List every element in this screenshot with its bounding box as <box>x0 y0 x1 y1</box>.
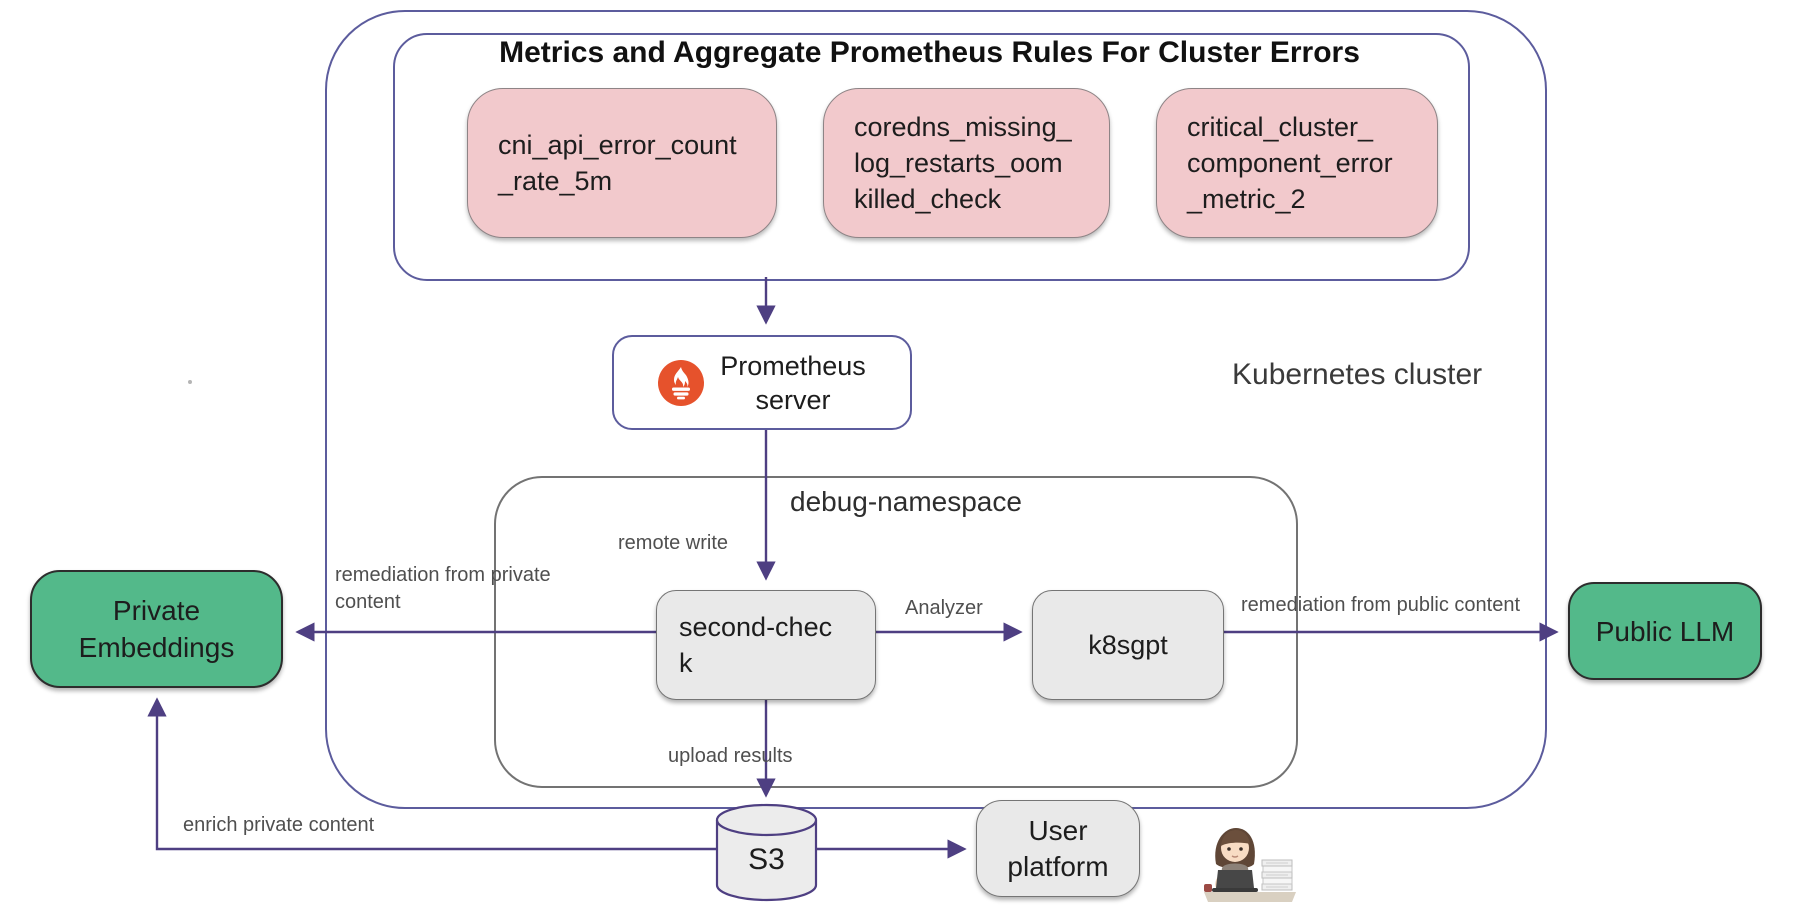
rule-node-cni-api-error: cni_api_error_count _rate_5m <box>467 88 777 238</box>
kubernetes-cluster-boundary <box>325 10 1547 809</box>
rule-node-critical-cluster: critical_cluster_ component_error _metri… <box>1156 88 1438 238</box>
second-check-node: second-chec k <box>656 590 876 700</box>
laptop <box>1212 870 1258 892</box>
debug-namespace-label: debug-namespace <box>790 486 1022 517</box>
s3-label: S3 <box>748 843 785 876</box>
stray-dot <box>188 380 192 384</box>
remediation-public-label: remediation from public content <box>1241 594 1521 616</box>
k8sgpt-node: k8sgpt <box>1032 590 1224 700</box>
upload-results-label: upload results <box>668 745 793 767</box>
kubernetes-cluster-label: Kubernetes cluster <box>1232 358 1483 391</box>
document-stack <box>1261 859 1293 891</box>
enrich-private-label: enrich private content <box>183 814 375 836</box>
remote-write-label: remote write <box>618 532 729 554</box>
prometheus-rules-panel <box>393 33 1470 281</box>
prometheus-server-node: Prometheus server <box>612 335 912 430</box>
s3-cylinder <box>715 803 818 902</box>
analyzer-label: Analyzer <box>905 597 983 619</box>
rule-node-coredns-missing: coredns_missing_ log_restarts_oom killed… <box>823 88 1110 238</box>
edge-enrich-private <box>147 697 717 851</box>
remediation-private-label: remediation from private content <box>335 564 551 613</box>
rules-panel-title: Metrics and Aggregate Prometheus Rules F… <box>499 36 1360 69</box>
private-embeddings-node: Private Embeddings <box>30 570 283 688</box>
mug <box>1204 884 1212 892</box>
user-platform-node: User platform <box>976 800 1140 897</box>
public-llm-node: Public LLM <box>1568 582 1762 680</box>
prometheus-server-label: Prometheus server <box>720 350 866 415</box>
woman-at-laptop-illustration <box>1204 828 1296 902</box>
prometheus-flame-icon <box>658 359 705 406</box>
